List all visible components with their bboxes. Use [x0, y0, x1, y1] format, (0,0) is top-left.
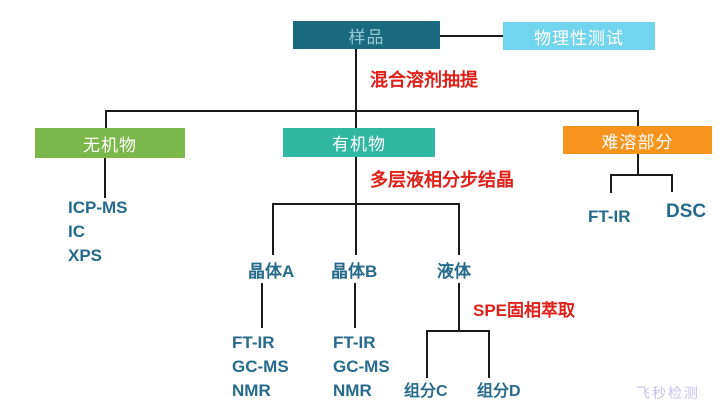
connector-line	[355, 110, 357, 128]
connector-line	[637, 154, 639, 174]
connector-line	[637, 110, 639, 126]
method-list-inorganic: ICP-MS IC XPS	[68, 196, 128, 268]
node-crystal-a: 晶体A	[248, 262, 295, 281]
connector-line	[458, 283, 460, 330]
connector-line	[355, 203, 357, 255]
method-item: NMR	[232, 381, 271, 400]
connector-line	[355, 49, 357, 111]
connector-line	[272, 203, 460, 205]
method-item: ICP-MS	[68, 198, 128, 217]
connector-line	[610, 174, 673, 176]
node-fraction-c: 组分C	[404, 383, 448, 400]
connector-line	[104, 158, 106, 198]
connector-line	[426, 330, 490, 332]
method-item: FT-IR	[333, 333, 376, 352]
method-item: GC-MS	[333, 357, 390, 376]
method-item: FT-IR	[232, 333, 275, 352]
process-label-crystallization: 多层液相分步结晶	[370, 170, 514, 190]
method-list-crystal-b: FT-IR GC-MS NMR	[333, 331, 390, 403]
connector-line	[355, 157, 357, 204]
connector-line	[610, 174, 612, 193]
connector-line	[488, 330, 490, 378]
method-list-crystal-a: FT-IR GC-MS NMR	[232, 331, 289, 403]
method-item: DSC	[666, 201, 707, 222]
connector-line	[671, 174, 673, 192]
node-fraction-d: 组分D	[477, 383, 521, 400]
method-item: IC	[68, 222, 85, 241]
node-sample: 样品	[293, 21, 440, 49]
node-organic: 有机物	[283, 128, 435, 157]
method-item: GC-MS	[232, 357, 289, 376]
node-insoluble: 难溶部分	[563, 126, 712, 154]
connector-line	[261, 283, 263, 328]
connector-line	[272, 203, 274, 255]
method-item: FT-IR	[588, 207, 631, 226]
method-item: XPS	[68, 246, 103, 265]
watermark: 飞秒检测	[636, 385, 700, 401]
connector-line	[440, 35, 503, 37]
node-crystal-b: 晶体B	[331, 262, 378, 281]
method-item: NMR	[333, 381, 372, 400]
connector-line	[426, 330, 428, 378]
node-liquid: 液体	[437, 262, 471, 281]
connector-line	[458, 203, 460, 255]
process-label-spe: SPE固相萃取	[473, 301, 576, 320]
method-insoluble-dsc: DSC	[666, 200, 706, 224]
process-label-extraction: 混合溶剂抽提	[370, 70, 478, 90]
connector-line	[105, 110, 107, 128]
node-physical-test: 物理性测试	[503, 22, 655, 50]
connector-line	[354, 283, 356, 328]
node-inorganic: 无机物	[35, 128, 185, 158]
connector-line	[105, 110, 639, 112]
method-insoluble-ftir: FT-IR	[588, 205, 631, 229]
